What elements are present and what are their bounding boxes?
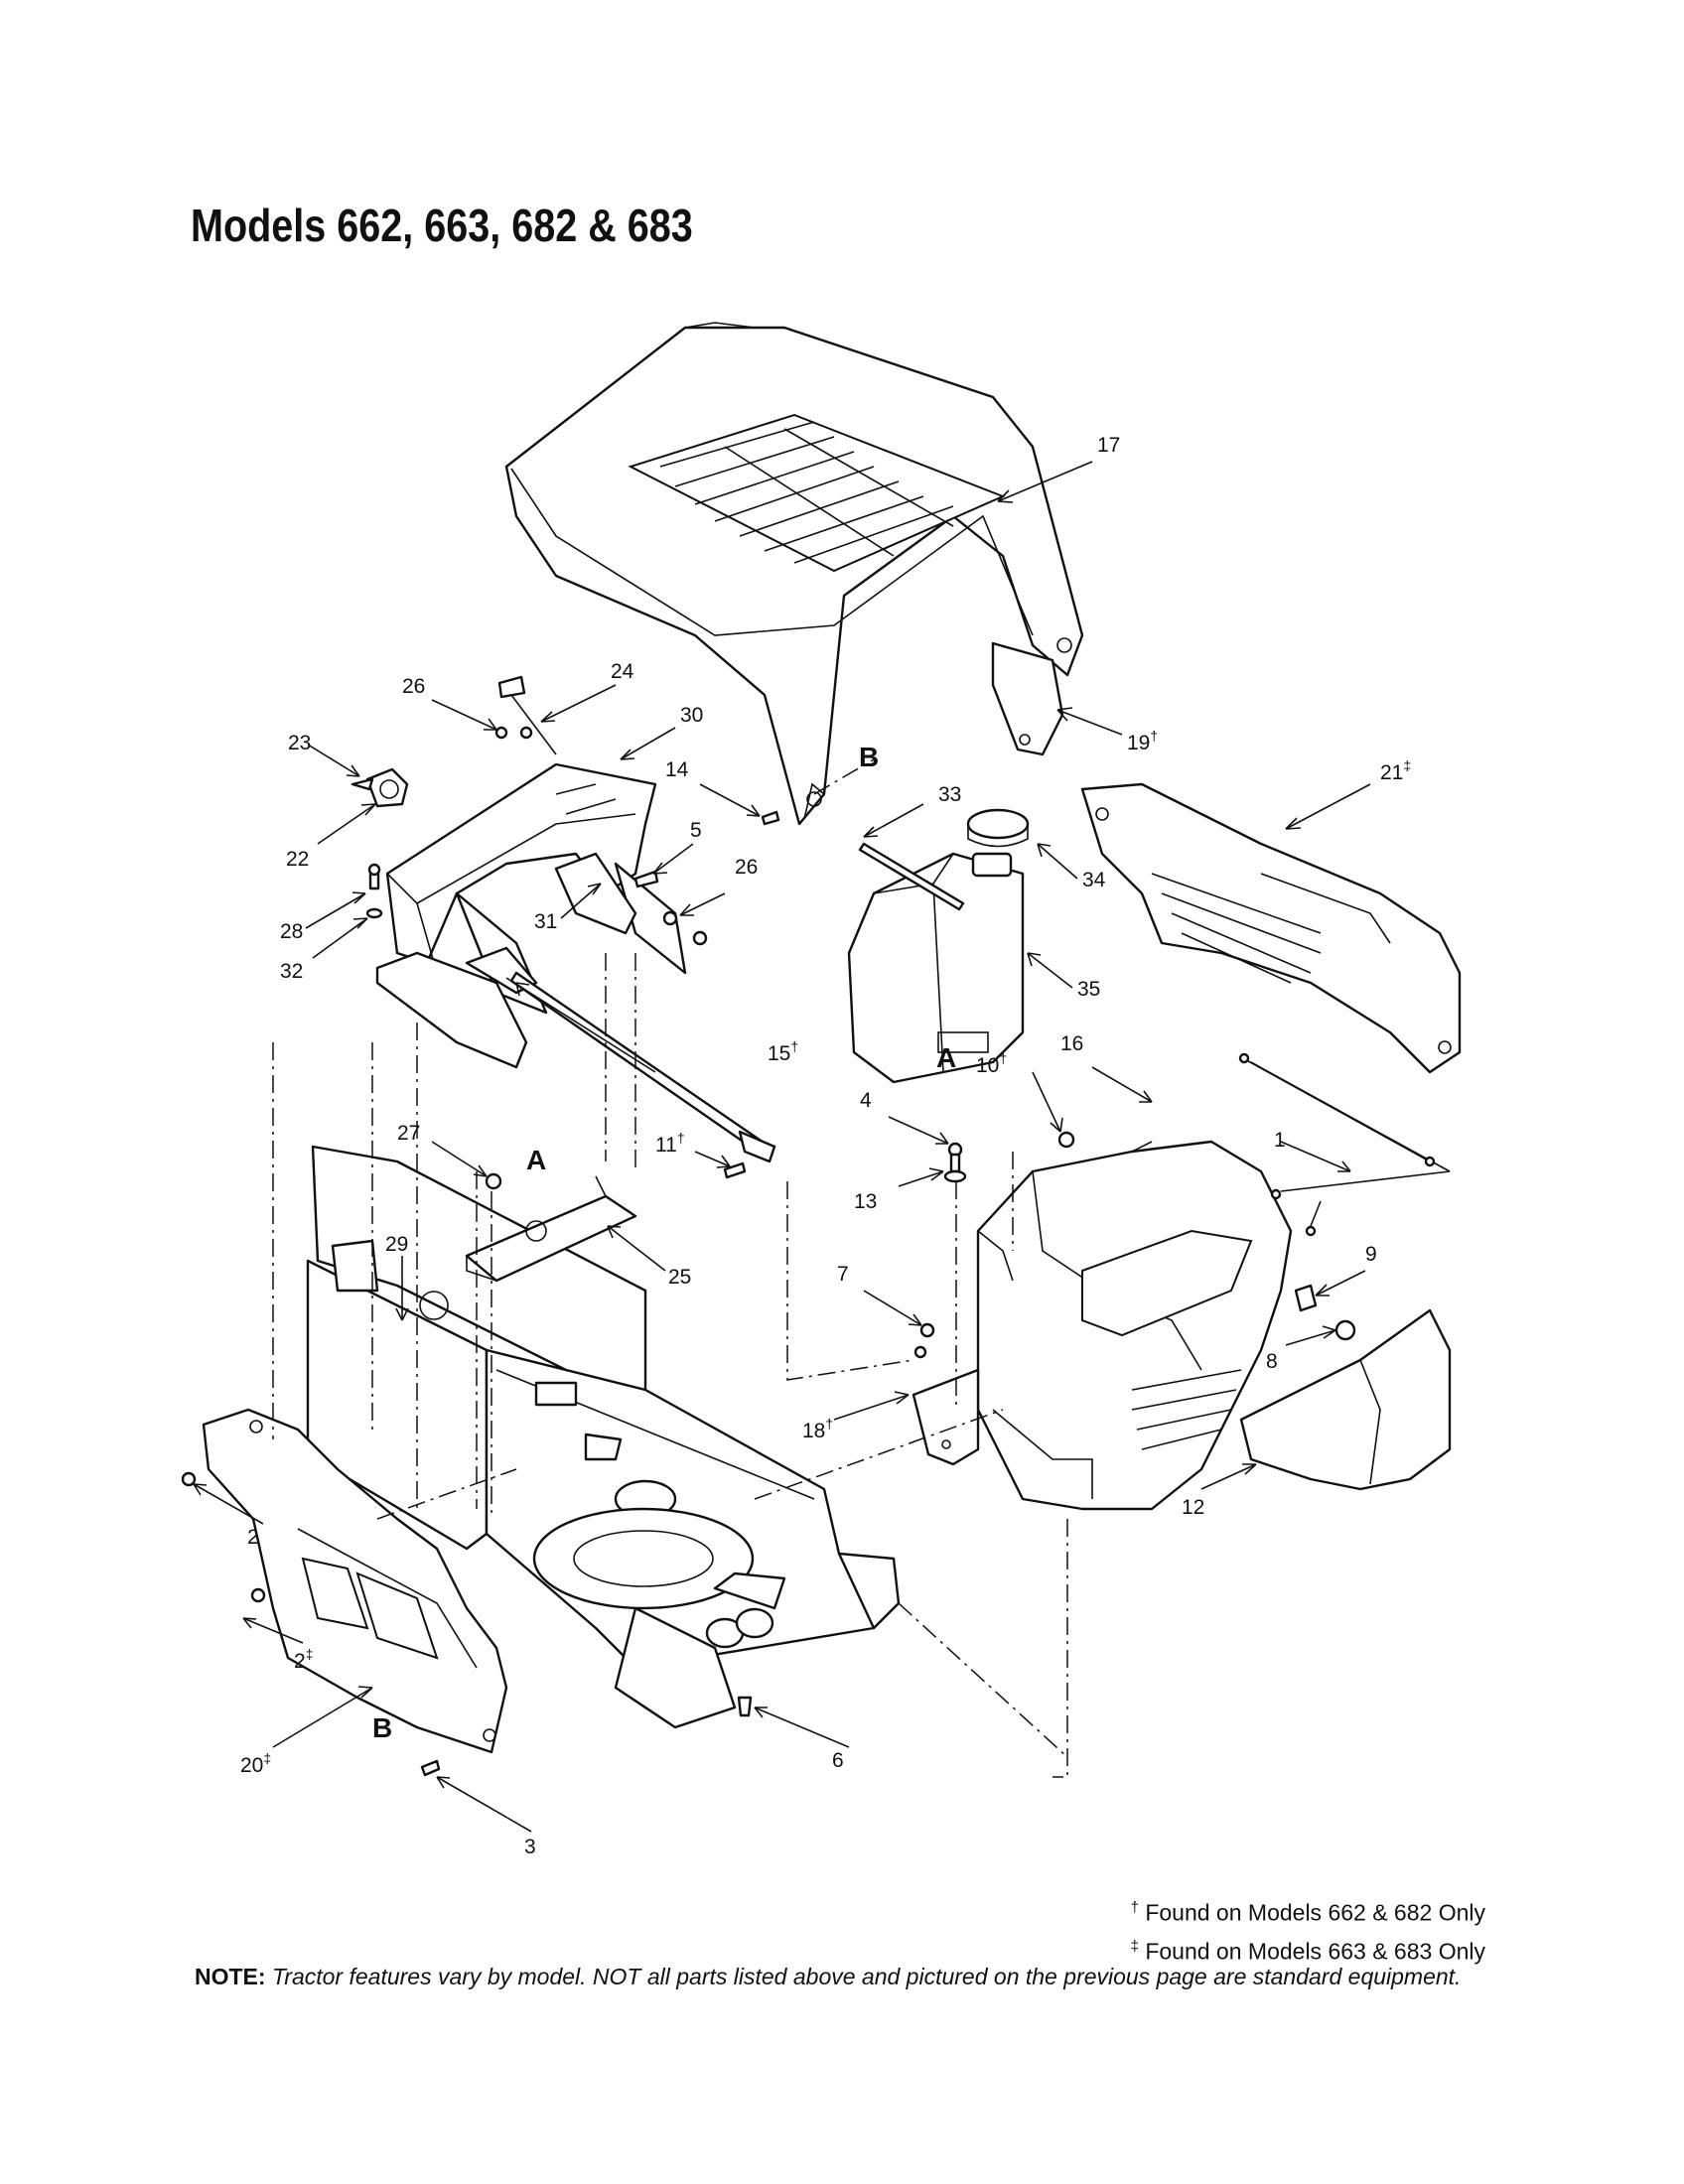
callout-5: 5: [690, 819, 702, 842]
callout-29: 29: [385, 1233, 408, 1256]
footnote-double-dagger-text: Found on Models 663 & 683 Only: [1138, 1938, 1485, 1965]
fuel-tank-part-35: [847, 852, 1025, 1084]
callout-28: 28: [280, 920, 303, 943]
double-dagger-mark: ‡: [1130, 1937, 1139, 1955]
callout-13: 13: [854, 1190, 877, 1213]
note-label: NOTE:: [195, 1964, 266, 1989]
bolt-part-5: [633, 870, 659, 888]
callout-20: 20‡: [240, 1750, 271, 1777]
note-text: Tractor features vary by model. NOT all …: [265, 1964, 1462, 1989]
callout-3: 3: [524, 1836, 536, 1858]
callout-32: 32: [280, 960, 303, 983]
callout-10: 10†: [976, 1050, 1007, 1077]
callout-6: 6: [832, 1749, 844, 1772]
screw-part-26: [494, 726, 533, 740]
callout-33: 33: [938, 783, 961, 806]
callout-22: 22: [286, 848, 309, 871]
screw-part-2b: [250, 1587, 266, 1603]
callout-30: 30: [680, 704, 703, 727]
callout-26-top: 26: [402, 675, 425, 698]
nut-part-27: [485, 1172, 502, 1190]
callout-4: 4: [860, 1089, 872, 1112]
callout-14: 14: [665, 758, 689, 781]
nut-part-7: [913, 1322, 935, 1359]
callout-18: 18†: [802, 1416, 833, 1442]
wire-harness-part-1: [1238, 1052, 1451, 1237]
callout-23: 23: [288, 732, 311, 754]
callout-9: 9: [1365, 1243, 1377, 1266]
screw-part-28: [367, 863, 381, 890]
callout-8: 8: [1266, 1350, 1278, 1373]
support-rod-part-15: [509, 971, 776, 1163]
front-bumper-part-20: [202, 1408, 508, 1754]
fuel-cap-part-34: [966, 808, 1030, 848]
washer-part-13: [943, 1169, 967, 1183]
screw-part-14: [761, 810, 780, 826]
callout-2: 2: [247, 1526, 259, 1549]
callout-25: 25: [668, 1266, 691, 1289]
callout-34: 34: [1082, 869, 1106, 891]
callout-26-mid: 26: [735, 856, 758, 879]
hood-part-17: [504, 322, 1084, 826]
footnotes: † Found on Models 662 & 682 Only ‡ Found…: [1131, 1891, 1485, 1968]
screw-part-2: [181, 1471, 197, 1487]
assembly-guide-lines: [272, 758, 1068, 1778]
ref-mark-b-top: B: [859, 742, 879, 772]
clip-part-9: [1294, 1284, 1318, 1312]
callout-17: 17: [1097, 434, 1120, 457]
ref-mark-a-tank: A: [936, 1042, 956, 1073]
hood-bracket-part-19: [991, 641, 1064, 756]
screw-part-11: [723, 1161, 747, 1179]
dash-bracket-part-31: [554, 852, 637, 935]
callout-12: 12: [1182, 1496, 1204, 1519]
footnote-dagger: † Found on Models 662 & 682 Only: [1131, 1891, 1485, 1930]
pin-part-4: [947, 1142, 963, 1173]
grille-bracket-part-18: [912, 1368, 980, 1466]
bolt-part-8: [1334, 1319, 1356, 1341]
callout-7: 7: [837, 1263, 849, 1286]
callout-15: 15†: [768, 1038, 798, 1065]
callout-35: 35: [1077, 978, 1100, 1001]
tractor-frame: [306, 1145, 901, 1729]
fasteners: [181, 726, 1356, 1777]
throttle-control-part-24: [497, 675, 557, 755]
callout-2b: 2‡: [294, 1646, 313, 1673]
callout-16: 16: [1060, 1032, 1083, 1055]
footnote-double-dagger: ‡ Found on Models 663 & 683 Only: [1131, 1930, 1485, 1969]
ignition-switch-part-22: [365, 767, 409, 808]
callout-19: 19†: [1127, 728, 1158, 754]
headlight-lens-part-12: [1239, 1308, 1452, 1491]
callout-11: 11†: [655, 1130, 685, 1157]
dash-support: [375, 946, 538, 1069]
fuel-line-part-33: [858, 842, 965, 911]
callout-21: 21‡: [1380, 757, 1411, 784]
frame-bracket-part-25: [465, 1175, 637, 1283]
grille-housing-part-16: [976, 1140, 1293, 1511]
hood-grille-slats: [659, 421, 954, 564]
callout-leaders: [193, 461, 1371, 1833]
page-title: Models 662, 663, 682 & 683: [191, 200, 693, 251]
dagger-mark: †: [1130, 1899, 1139, 1916]
screw-part-6: [737, 1696, 753, 1717]
ref-mark-a-frame: A: [526, 1145, 546, 1175]
ref-mark-b-bumper: B: [372, 1712, 392, 1743]
footnote-dagger-text: Found on Models 662 & 682 Only: [1138, 1899, 1485, 1926]
nut-part-26b: [662, 910, 708, 946]
callout-31: 31: [534, 910, 557, 933]
screw-part-3: [420, 1759, 441, 1777]
callout-27: 27: [397, 1122, 420, 1145]
ignition-key-part-23: [351, 777, 374, 791]
washer-part-32: [365, 907, 383, 919]
callout-1: 1: [1274, 1129, 1286, 1152]
nut-part-10: [1057, 1131, 1075, 1149]
note: NOTE: Tractor features vary by model. NO…: [195, 1964, 1461, 1990]
callout-24: 24: [611, 660, 634, 683]
side-panel-part-21: [1080, 782, 1462, 1074]
